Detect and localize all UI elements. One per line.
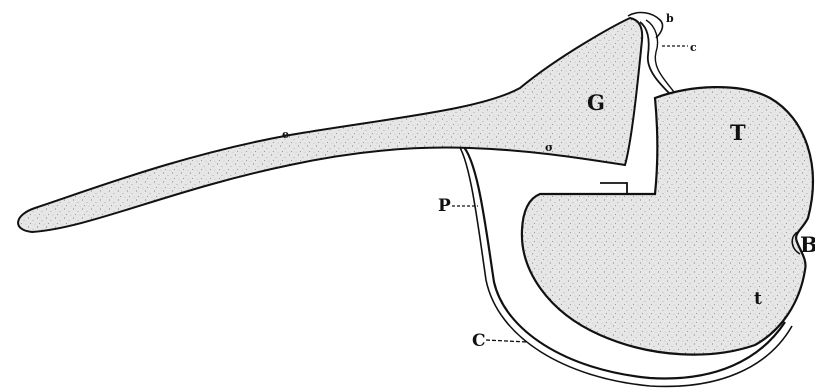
label-b: b [666, 12, 674, 25]
label-G: G [587, 90, 605, 115]
stalk-c-inner [646, 20, 674, 92]
label-C: C [472, 331, 486, 351]
label-P: P [438, 196, 451, 216]
notch-line [600, 183, 627, 194]
label-c-top: c [690, 41, 697, 54]
label-B: B [800, 232, 815, 257]
leader-C [486, 340, 527, 342]
label-sigma: σ [545, 141, 553, 154]
label-t: t [754, 289, 762, 309]
label-e: e [282, 128, 289, 141]
label-T: T [730, 120, 746, 145]
